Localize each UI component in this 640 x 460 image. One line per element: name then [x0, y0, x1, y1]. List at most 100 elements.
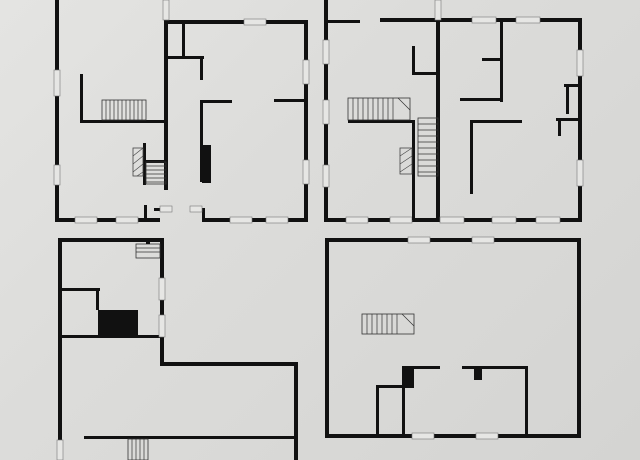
wall: [470, 120, 473, 194]
wall: [304, 22, 308, 222]
wall: [412, 46, 415, 74]
wall: [376, 385, 379, 436]
wall: [566, 84, 569, 114]
window: [53, 69, 61, 97]
window: [162, 0, 170, 21]
floor-plan-bottom-left: [56, 238, 298, 460]
wall: [470, 120, 522, 123]
window: [407, 236, 431, 244]
wall: [55, 0, 59, 222]
wall: [402, 366, 440, 369]
wall: [474, 366, 482, 380]
wall: [348, 120, 414, 123]
wall: [200, 100, 203, 182]
window: [471, 236, 495, 244]
wall: [324, 20, 360, 23]
chimney: [98, 310, 138, 338]
wall: [144, 205, 147, 222]
wall: [436, 0, 440, 218]
wall: [166, 20, 308, 24]
wall: [202, 208, 205, 222]
window: [74, 216, 98, 224]
wall: [200, 100, 232, 103]
wall: [143, 143, 146, 185]
window: [53, 164, 61, 186]
wall: [525, 366, 528, 436]
window: [515, 16, 541, 24]
stairs: [417, 117, 439, 177]
wall: [482, 58, 502, 61]
fireplace: [132, 147, 144, 177]
wall: [460, 98, 502, 101]
wall: [325, 238, 329, 438]
wall: [200, 58, 203, 80]
wall: [164, 0, 168, 190]
floor-plan-top-right: [322, 0, 584, 224]
stairs: [101, 99, 147, 121]
wall: [564, 84, 580, 87]
window: [411, 432, 435, 440]
wall: [160, 362, 298, 366]
fireplace: [399, 147, 413, 175]
wall: [202, 218, 308, 222]
wall: [325, 434, 581, 438]
wall: [500, 22, 503, 102]
window: [475, 432, 499, 440]
window: [434, 0, 442, 21]
floor-plan-top-left: [53, 0, 310, 224]
window: [322, 164, 330, 188]
door-marker: [159, 205, 173, 213]
stairs: [135, 240, 161, 259]
wall: [146, 160, 166, 163]
wall: [402, 366, 414, 388]
window: [576, 49, 584, 77]
floor-plan-bottom-right: [325, 236, 581, 440]
stairs: [347, 97, 411, 121]
door-marker: [189, 205, 203, 213]
wall: [60, 288, 100, 291]
wall: [55, 218, 160, 222]
window: [302, 159, 310, 185]
window: [265, 216, 289, 224]
stairs: [127, 438, 149, 460]
wall: [58, 238, 62, 460]
wall: [58, 238, 164, 242]
wall: [294, 362, 298, 460]
stairs: [145, 161, 167, 185]
window: [158, 277, 166, 301]
wall: [577, 238, 581, 438]
wall: [274, 99, 306, 102]
window: [439, 216, 465, 224]
wall: [402, 366, 405, 436]
window: [158, 314, 166, 338]
stairs: [361, 313, 415, 335]
window: [229, 216, 253, 224]
window: [322, 39, 330, 65]
wall: [96, 288, 99, 310]
wall: [325, 238, 581, 242]
wall: [462, 366, 528, 369]
wall: [160, 238, 164, 366]
wall: [80, 120, 166, 123]
wall: [556, 118, 580, 121]
window: [535, 216, 561, 224]
wall: [80, 74, 83, 122]
wall: [412, 120, 415, 220]
wall: [376, 385, 404, 388]
wall: [84, 436, 296, 439]
window: [322, 99, 330, 125]
window: [471, 16, 497, 24]
wall: [412, 72, 436, 75]
window: [345, 216, 369, 224]
window: [302, 59, 310, 85]
wall: [182, 22, 185, 58]
wall: [166, 56, 204, 59]
wall: [558, 118, 561, 136]
wall: [154, 208, 162, 211]
window: [56, 439, 64, 460]
window: [491, 216, 517, 224]
window: [243, 18, 267, 26]
window: [115, 216, 139, 224]
